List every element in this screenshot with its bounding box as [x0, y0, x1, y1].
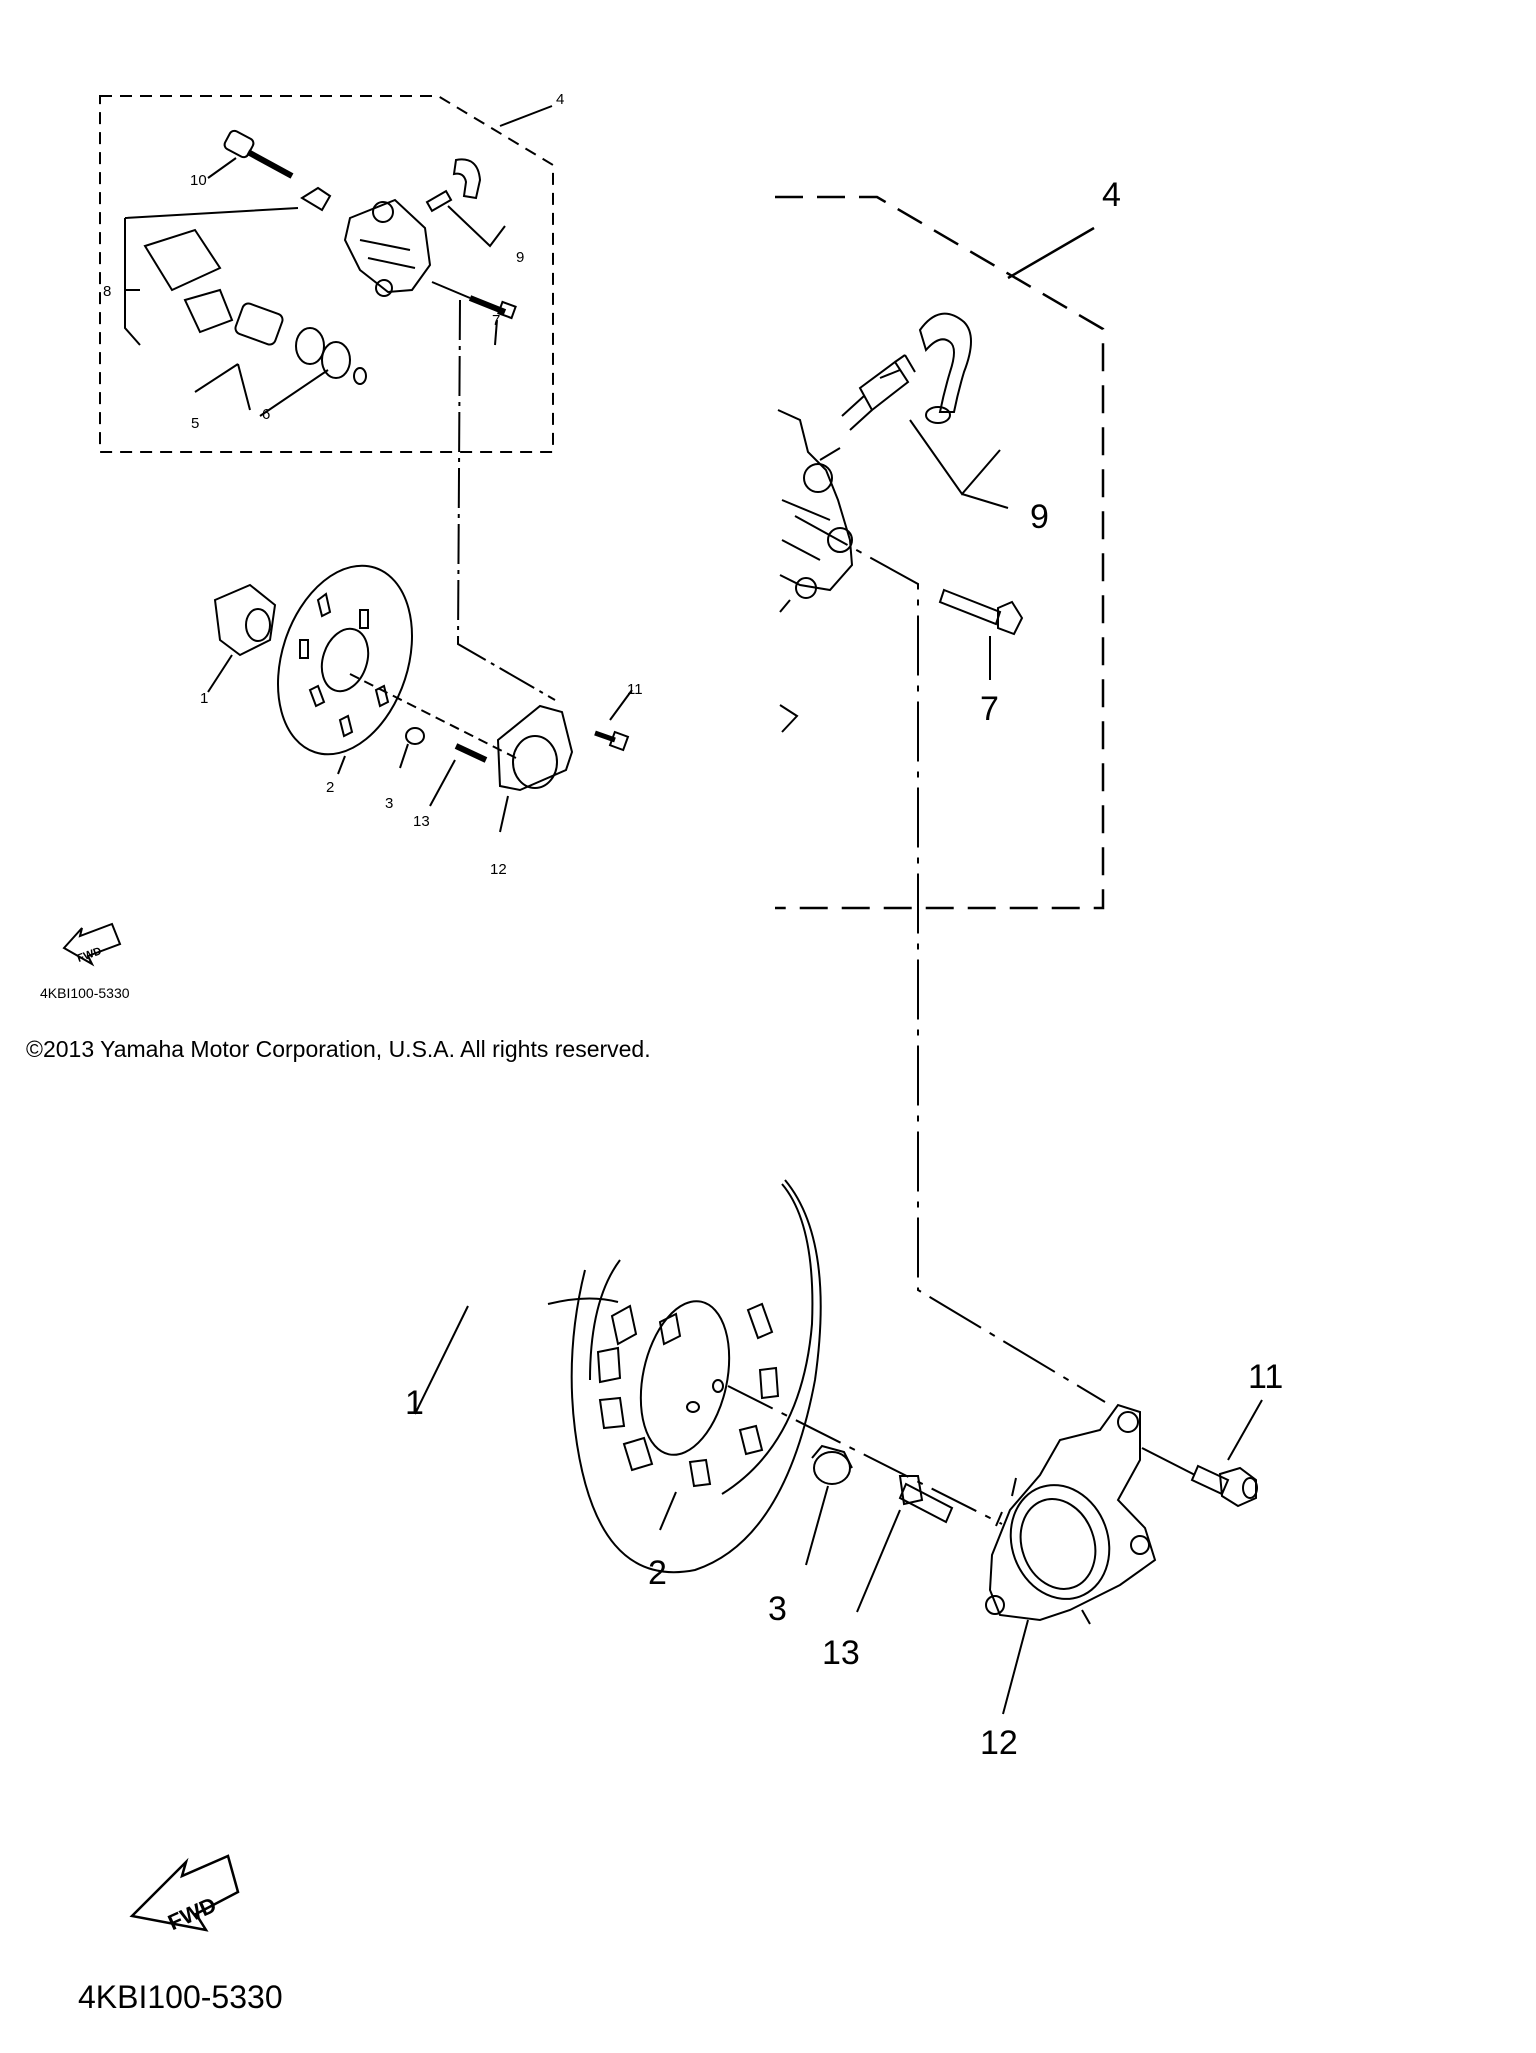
callout-4-large: 4 — [1102, 176, 1121, 214]
seals-small — [295, 327, 367, 385]
hub-small — [207, 583, 277, 693]
callout-3-large: 3 — [768, 1590, 787, 1628]
bleed-screw-small — [425, 158, 506, 248]
callout-6-small: 6 — [262, 406, 270, 423]
bolt-3-small — [399, 727, 425, 769]
leader-4-large — [1007, 226, 1095, 280]
overview-callouts: 4 10 9 8 7 6 5 1 11 2 3 13 12 — [103, 91, 643, 878]
callout-10-small: 10 — [190, 172, 207, 189]
pad-hint — [779, 704, 799, 733]
bolt-7-large — [938, 588, 1024, 680]
disc-large — [547, 1179, 1003, 1574]
disc-small — [277, 564, 521, 775]
assembly-connector-small — [456, 299, 556, 701]
overview-inset — [62, 95, 633, 967]
leader-5-6-small — [194, 363, 329, 417]
callout-12-small: 12 — [490, 861, 507, 878]
piston-small — [234, 302, 284, 346]
callout-1-small: 1 — [200, 690, 208, 707]
detail-callouts: 4 9 7 1 11 2 3 13 12 — [405, 176, 1283, 1762]
callout-9-small: 9 — [516, 249, 524, 266]
detail-view — [129, 195, 1263, 1932]
leader-4-small — [499, 105, 553, 127]
fwd-arrow-large — [129, 1854, 240, 1932]
callout-8-small: 8 — [103, 283, 111, 300]
fwd-arrow-small — [62, 922, 122, 967]
bolt-7-small — [431, 281, 517, 346]
assembly-connector-large — [794, 515, 1106, 1403]
callout-4-small: 4 — [556, 91, 564, 108]
bolt-13-large — [856, 1475, 954, 1613]
bolt-13-small — [429, 743, 488, 807]
callout-2-large: 2 — [648, 1554, 667, 1592]
callout-9-large: 9 — [1030, 498, 1049, 536]
bleed-screw-large — [819, 312, 1009, 509]
callout-11-small: 11 — [627, 681, 643, 698]
leader-8-small — [124, 207, 299, 346]
callout-3-small: 3 — [385, 795, 393, 812]
callout-13-large: 13 — [822, 1634, 860, 1672]
callout-12-large: 12 — [980, 1724, 1018, 1762]
fwd-label-large: FWD — [164, 1892, 220, 1935]
caliper-assembly-boundary — [99, 95, 554, 453]
callout-13-small: 13 — [413, 813, 430, 830]
callout-1-large: 1 — [405, 1384, 424, 1422]
callout-11-large: 11 — [1248, 1358, 1283, 1396]
brake-pads-small — [143, 228, 234, 334]
callout-7-small: 7 — [492, 312, 500, 329]
bolt-11-large — [1141, 1399, 1263, 1508]
caliper-body-large — [777, 409, 854, 613]
leader-1-large — [414, 1305, 469, 1415]
bracket-small — [496, 704, 574, 833]
caliper-assembly-boundary-large — [775, 195, 1105, 910]
caliper-body-small — [300, 186, 432, 297]
diagram-code-small: 4KBI100-5330 — [40, 985, 130, 1001]
diagram-code-large: 4KBI100-5330 — [78, 1979, 283, 2015]
callout-5-small: 5 — [191, 415, 199, 432]
bracket-large — [985, 1403, 1157, 1715]
bolt-3-large — [805, 1444, 853, 1566]
bolt-11-small — [594, 689, 633, 752]
bolt-10-small — [207, 129, 294, 179]
callout-7-large: 7 — [980, 690, 999, 728]
callout-2-small: 2 — [326, 779, 334, 796]
copyright-notice: ©2013 Yamaha Motor Corporation, U.S.A. A… — [26, 1036, 651, 1062]
